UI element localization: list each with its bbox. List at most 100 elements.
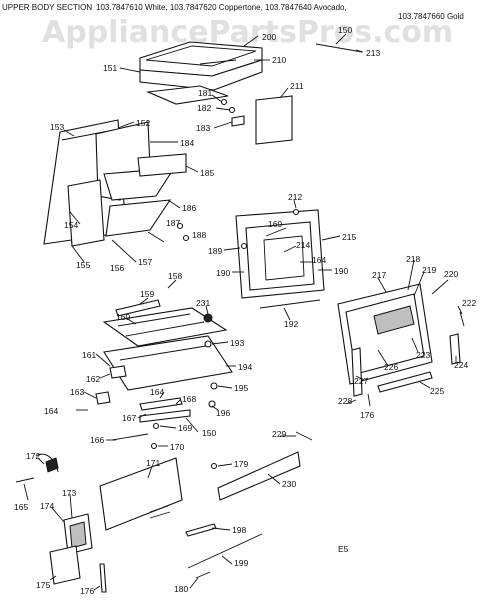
panel-211 — [255, 95, 293, 145]
oven-liner-184 — [95, 121, 176, 237]
strip-230 — [217, 451, 301, 501]
part-label: 184 — [180, 138, 194, 148]
section-title: UPPER BODY SECTION — [2, 3, 92, 12]
rod-229 — [295, 431, 313, 441]
screws-212 — [240, 208, 300, 250]
screws-181-183 — [220, 98, 245, 127]
part-label: 168 — [182, 394, 196, 404]
part-label: 227 — [354, 376, 368, 386]
part-label: 160 — [116, 312, 130, 322]
part-label: 153 — [50, 122, 64, 132]
part-label: 157 — [138, 257, 152, 267]
part-label: 190 — [216, 268, 230, 278]
part-label: 174 — [40, 501, 54, 511]
part-labels: 200 150 213 210 151 211 181 182 183 152 … — [14, 25, 476, 596]
part-label: 220 — [444, 269, 458, 279]
part-label: 182 — [197, 103, 211, 113]
part-label: 187 — [166, 218, 180, 228]
part-label: 173 — [62, 488, 76, 498]
hinge-parts-161-170 — [76, 365, 191, 450]
part-label: 169 — [178, 423, 192, 433]
part-label: 218 — [406, 254, 420, 264]
part-label: 179 — [234, 459, 248, 469]
part-label: 193 — [230, 338, 244, 348]
strip-225 — [377, 371, 433, 393]
leader-lines — [23, 33, 463, 591]
part-label: 213 — [366, 48, 380, 58]
box-174 — [63, 513, 93, 555]
wire-172 — [15, 453, 59, 483]
bracket-159 — [115, 299, 161, 317]
part-label: 214 — [296, 240, 310, 250]
switches-193-196 — [204, 340, 218, 408]
rails-185 — [137, 153, 187, 177]
clip-224 — [449, 333, 461, 365]
part-label: 166 — [90, 435, 104, 445]
part-label: 226 — [384, 362, 398, 372]
knob-231 — [203, 313, 213, 323]
watermark: AppliancePartsPros.com — [42, 15, 453, 50]
control-panel-160 — [102, 307, 228, 347]
part-label: 169 — [268, 219, 282, 229]
rod-213 — [315, 43, 363, 53]
door-frame-215 — [235, 209, 325, 299]
part-label: 151 — [103, 63, 117, 73]
part-label: 228 — [338, 396, 352, 406]
part-label: 200 — [262, 32, 276, 42]
screw-222 — [459, 311, 465, 327]
rod-192 — [259, 299, 321, 309]
part-label: 156 — [110, 263, 124, 273]
part-label: 222 — [462, 298, 476, 308]
handle-227 — [351, 347, 363, 397]
lower-panel-171 — [99, 457, 183, 531]
model-list-cont: 103.7847660 Gold — [398, 12, 464, 21]
part-label: 164 — [150, 387, 164, 397]
part-label: 150 — [338, 25, 352, 35]
part-label: 189 — [208, 246, 222, 256]
part-label: 150 — [202, 428, 216, 438]
part-label: 155 — [76, 260, 90, 270]
rod-180 — [195, 571, 211, 579]
part-label: 164 — [44, 406, 58, 416]
model-list: 103.7847610 White, 103.7847620 Copperton… — [96, 3, 347, 12]
part-label: 180 — [174, 584, 188, 594]
rod-176 — [99, 563, 107, 593]
screw-179 — [210, 462, 218, 470]
part-label: 225 — [430, 386, 444, 396]
part-label: 185 — [200, 168, 214, 178]
part-label: 224 — [454, 360, 468, 370]
part-label: 198 — [232, 525, 246, 535]
part-label: 162 — [86, 374, 100, 384]
part-label: 199 — [234, 558, 248, 568]
part-label: 171 — [146, 458, 160, 468]
part-label: 211 — [290, 81, 304, 91]
knobs-187-188 — [176, 222, 190, 242]
part-label: 165 — [14, 502, 28, 512]
part-label: 158 — [168, 271, 182, 281]
cooktop-assembly — [139, 41, 263, 105]
part-label: 183 — [196, 123, 210, 133]
part-label: 192 — [284, 319, 298, 329]
part-label: 172 — [26, 451, 40, 461]
part-label: 159 — [140, 289, 154, 299]
rod-199 — [187, 533, 263, 569]
part-label: 190 — [334, 266, 348, 276]
part-label: 210 — [272, 55, 286, 65]
panel-175 — [49, 545, 81, 585]
part-label: 215 — [342, 232, 356, 242]
page-code: E5 — [338, 544, 349, 554]
part-label: 223 — [416, 350, 430, 360]
part-label: 195 — [234, 383, 248, 393]
part-label: 188 — [192, 230, 206, 240]
part-label: 186 — [182, 203, 196, 213]
part-label: 161 — [82, 350, 96, 360]
part-label: 163 — [70, 387, 84, 397]
part-label: 154 — [64, 220, 78, 230]
part-label: 175 — [36, 580, 50, 590]
part-label: 181 — [198, 88, 212, 98]
rod-198 — [185, 523, 217, 537]
part-label: 231 — [196, 298, 210, 308]
part-label: 176 — [80, 586, 94, 596]
part-label: 167 — [122, 413, 136, 423]
